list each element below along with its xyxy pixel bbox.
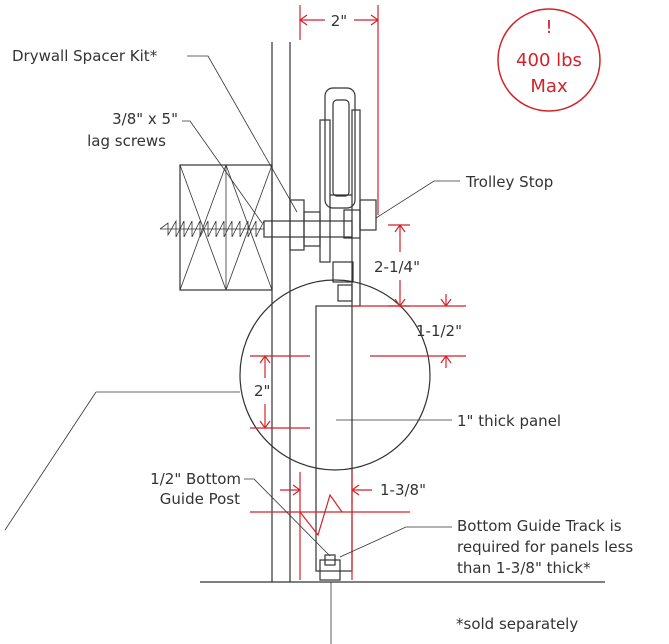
bottom-guide-track xyxy=(319,554,341,644)
guide-post-label-line2: Guide Post xyxy=(160,490,240,508)
lag-screw xyxy=(159,219,353,238)
panel-label: 1" thick panel xyxy=(457,412,561,430)
drywall-spacer-label: Drywall Spacer Kit* xyxy=(12,47,158,65)
dim-stop-drop: 2-1/4" xyxy=(374,223,420,308)
badge-exclaim: ! xyxy=(545,17,552,38)
dim-stop-drop-label: 2-1/4" xyxy=(374,258,420,276)
wall xyxy=(271,42,291,582)
dim-min-thickness-label: 1-3/8" xyxy=(380,481,426,499)
lag-screws-label-line2: lag screws xyxy=(87,132,166,150)
badge-line1: 400 lbs xyxy=(516,50,582,71)
callout-drywall-spacer: Drywall Spacer Kit* xyxy=(12,47,298,213)
dim-top-width-label: 2" xyxy=(331,12,347,30)
lag-screws-label-line1: 3/8" x 5" xyxy=(112,110,178,128)
badge-line2: Max xyxy=(530,76,568,97)
dim-top-width: 2" xyxy=(298,5,380,215)
door-panel xyxy=(315,305,353,572)
dim-panel-inset-label: 2" xyxy=(254,382,270,400)
trolley-stop-label: Trolley Stop xyxy=(465,173,553,191)
weight-limit-badge: ! 400 lbs Max xyxy=(497,8,601,112)
dim-min-thickness: 1-3/8" xyxy=(250,472,426,580)
callout-guide-track: Bottom Guide Track is required for panel… xyxy=(339,517,633,577)
track-trolley-stop xyxy=(343,199,377,239)
callout-lag-screws: 3/8" x 5" lag screws xyxy=(87,110,263,224)
guide-track-label-line3: than 1-3/8" thick* xyxy=(457,559,591,577)
guide-track-label-line1: Bottom Guide Track is xyxy=(457,517,622,535)
guide-track-label-line2: required for panels less xyxy=(457,538,633,556)
header-block xyxy=(179,164,273,291)
callout-panel: 1" thick panel xyxy=(336,412,561,430)
footnote: *sold separately xyxy=(456,615,578,633)
guide-post-label-line1: 1/2" Bottom xyxy=(150,470,241,488)
detail-circle xyxy=(239,279,431,471)
callout-guide-post: 1/2" Bottom Guide Post xyxy=(150,470,331,557)
callout-trolley-stop: Trolley Stop xyxy=(375,173,553,219)
roller-wheel xyxy=(324,87,356,209)
dim-panel-inset: 2" xyxy=(250,354,310,430)
dim-panel-gap: 1-1/2" xyxy=(352,294,466,368)
dim-panel-gap-label: 1-1/2" xyxy=(416,322,462,340)
